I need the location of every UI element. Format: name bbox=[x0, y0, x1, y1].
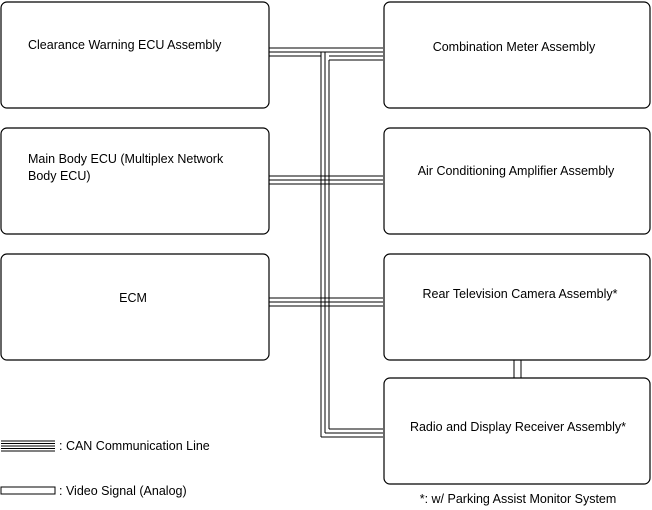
label-air-conditioning-amplifier: Air Conditioning Amplifier Assembly bbox=[418, 164, 615, 178]
legend-video-signal-label: : Video Signal (Analog) bbox=[59, 484, 187, 498]
legend-can-line-label: : CAN Communication Line bbox=[59, 439, 210, 453]
can-bus bbox=[268, 47, 383, 438]
box-combination-meter bbox=[383, 1, 651, 109]
label-combination-meter: Combination Meter Assembly bbox=[433, 40, 596, 54]
legend-video-signal-swatch bbox=[0, 486, 56, 495]
video-signal-connector bbox=[513, 359, 522, 379]
box-main-body-ecu bbox=[0, 127, 270, 235]
box-radio-display-receiver bbox=[383, 377, 651, 485]
label-radio-display-receiver: Radio and Display Receiver Assembly* bbox=[410, 420, 626, 434]
legend-video-signal: : Video Signal (Analog) bbox=[0, 484, 187, 498]
label-ecm: ECM bbox=[119, 291, 147, 305]
box-ecm bbox=[0, 253, 270, 361]
label-clearance-warning-ecu: Clearance Warning ECU Assembly bbox=[28, 38, 222, 52]
box-air-conditioning-amplifier bbox=[383, 127, 651, 235]
label-main-body-ecu-line2: Body ECU) bbox=[28, 169, 91, 183]
box-rear-television-camera bbox=[383, 253, 651, 361]
legend-can-line: : CAN Communication Line bbox=[1, 439, 210, 453]
label-rear-television-camera: Rear Television Camera Assembly* bbox=[423, 287, 618, 301]
box-clearance-warning-ecu bbox=[0, 1, 270, 109]
label-main-body-ecu-line1: Main Body ECU (Multiplex Network bbox=[28, 152, 224, 166]
legend-can-line-swatch bbox=[1, 440, 55, 452]
footnote: *: w/ Parking Assist Monitor System bbox=[420, 492, 617, 506]
